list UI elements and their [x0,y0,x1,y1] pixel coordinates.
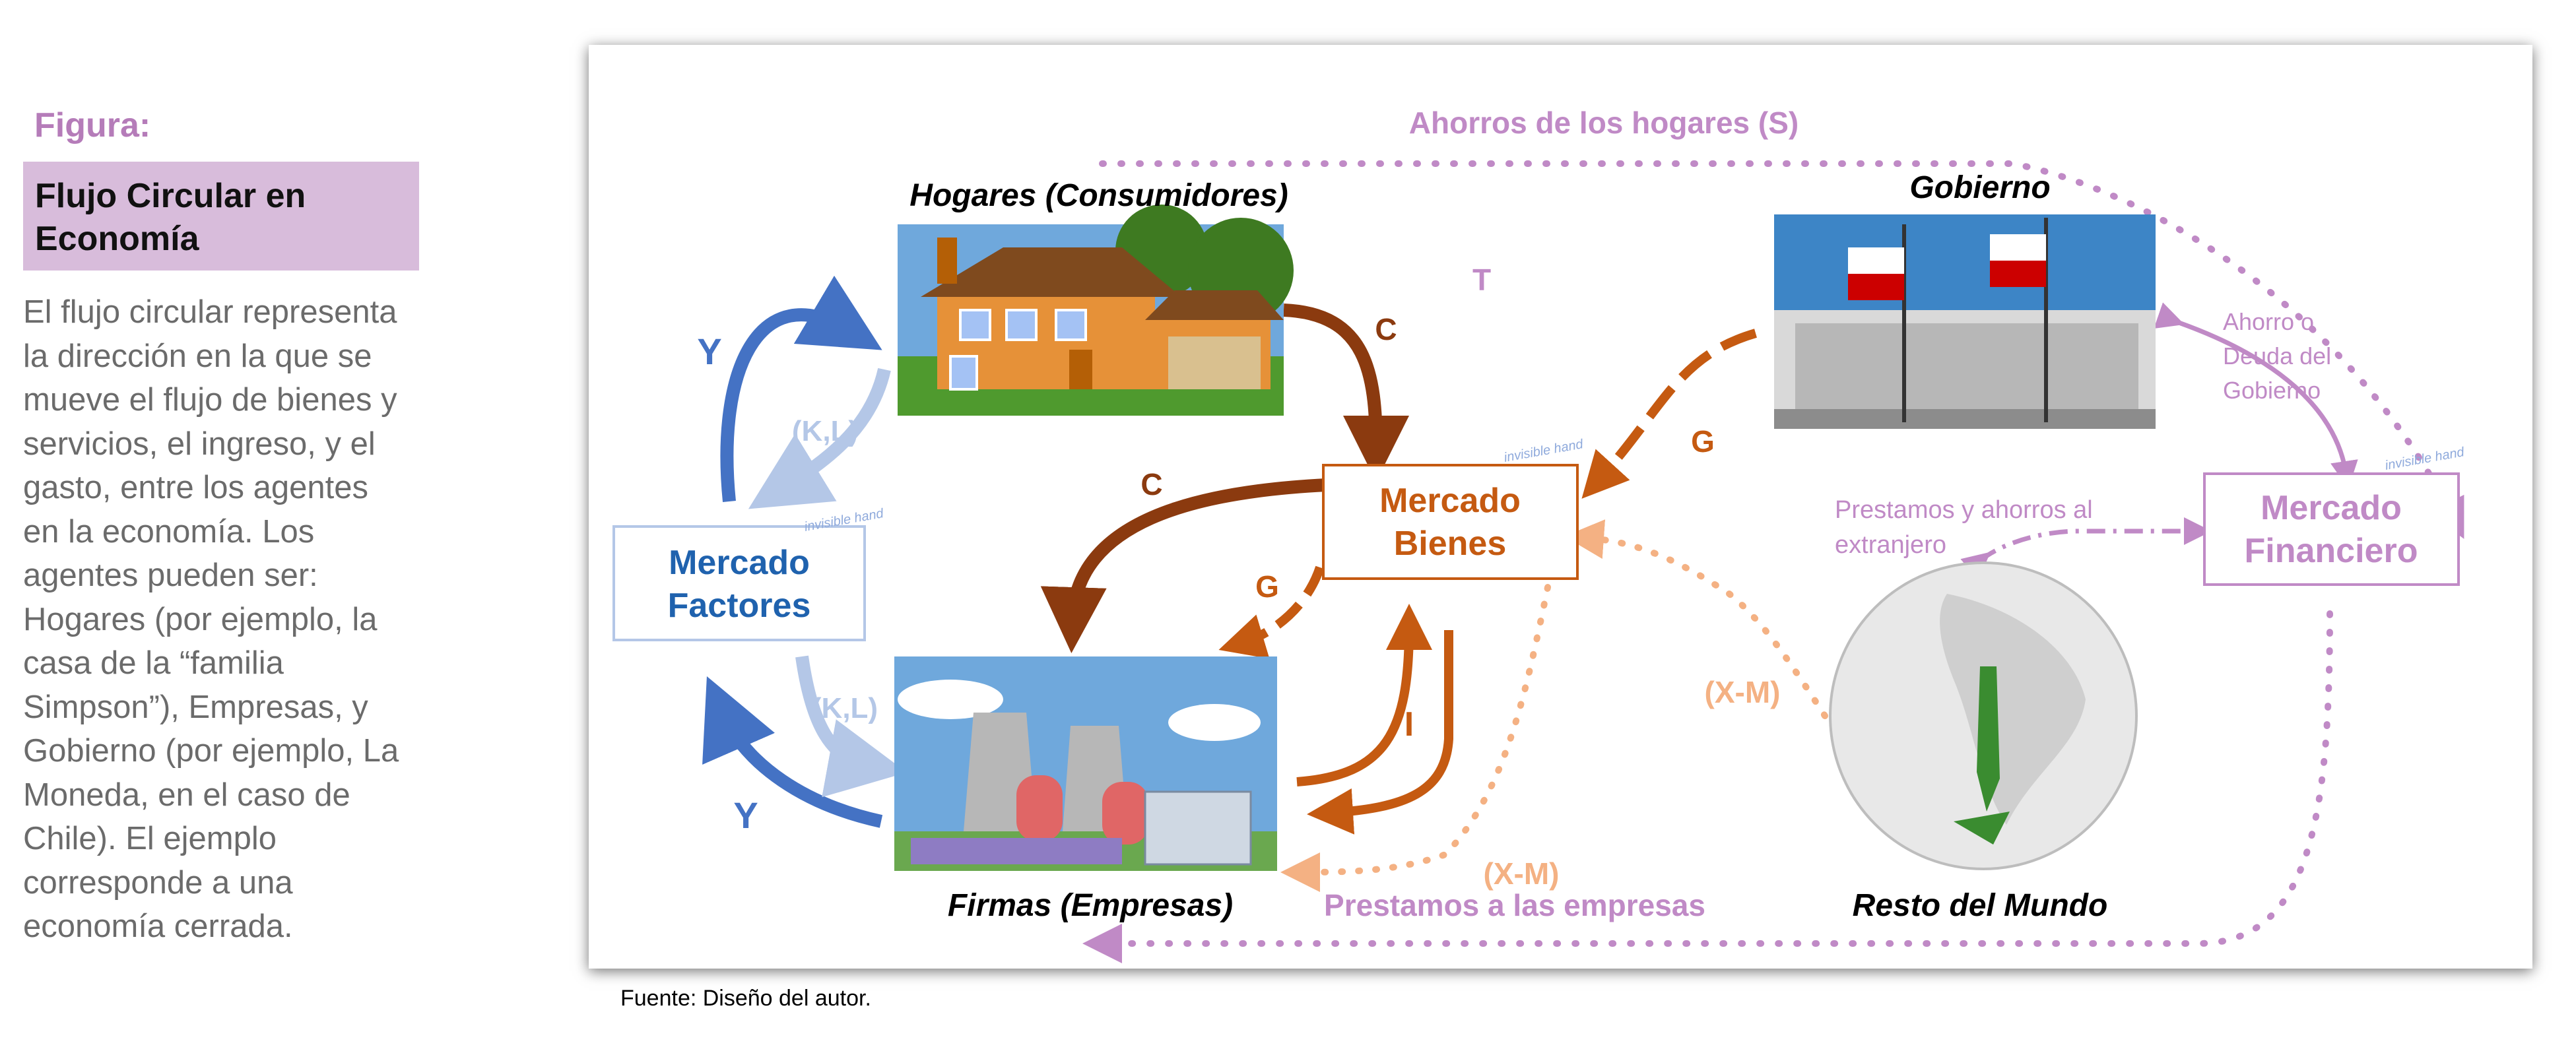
source-note: Fuente: Diseño del autor. [620,986,871,1011]
consumption-label-firms: C [1140,467,1162,501]
mercado-factores-box: invisible hand Mercado Factores [612,506,885,641]
foreign-lending-label-2: extranjero [1835,531,1946,559]
income-label-top: Y [697,331,721,372]
factors-label-top: (K,L) [792,415,858,447]
mercado-factores-line1: Mercado [669,544,810,582]
taxes-label: T [1472,263,1491,297]
mercado-bienes-line2: Bienes [1394,525,1507,563]
gov-savings-label-2: Deuda del [2223,342,2331,369]
government-purchases-label: G [1691,424,1715,459]
figure-label: Figura: [34,106,151,144]
globe-chile-illustration [1829,561,2138,870]
figure-title: Flujo Circular en Economía [35,177,306,258]
mercado-bienes-line1: Mercado [1379,482,1521,520]
income-flow-bottom [702,676,883,828]
net-exports-to-goods-flow [1564,519,1828,719]
firmas-label: Firmas (Empresas) [948,888,1233,923]
stamp-label: invisible hand [1503,437,1585,465]
mercado-financiero-box: invisible hand Mercado Financiero [2203,445,2466,586]
mercado-factores-line2: Factores [668,587,811,625]
government-to-firms-flow [1218,565,1325,659]
gov-savings-label-3: Gobierno [2223,377,2321,404]
financial-flows [1082,160,2464,963]
hogares-label: Hogares (Consumidores) [909,178,1288,213]
mercado-bienes-box: invisible hand Mercado Bienes [1322,437,1585,580]
investment-flow-down [1307,630,1453,835]
income-flow-top [720,275,882,502]
net-exports-label-right: (X-M) [1705,675,1781,709]
consumption-label-household: C [1375,312,1397,346]
consumption-flow-household [1283,304,1409,482]
power-plant-illustration [894,656,1277,871]
gobierno-label: Gobierno [1909,170,2050,205]
foreign-lending-arrow [1960,517,2212,581]
la-moneda-photo [1774,214,2156,429]
factors-flow-top [748,368,891,509]
figure-description: El flujo circular representa la direcció… [23,294,399,944]
loans-label: Prestamos a las empresas [1324,888,1705,922]
net-exports-label-bottom: (X-M) [1484,856,1560,891]
simpson-house-illustration [898,205,1294,416]
government-firms-label: G [1255,569,1279,604]
income-label-bottom: Y [733,794,758,836]
business-loans-flow [1082,610,2333,963]
figure-title-box: Flujo Circular en Economía [23,162,419,271]
net-exports-flows [1280,519,1828,892]
mercado-financiero-line1: Mercado [2261,489,2402,527]
factors-flow-bottom [795,655,908,798]
gov-savings-label-1: Ahorro o [2223,308,2314,335]
investment-label: I [1404,705,1414,744]
net-exports-to-firms-flow [1280,584,1551,892]
government-purchases-flow [1581,329,1757,499]
savings-label: Ahorros de los hogares (S) [1409,106,1799,140]
mercado-financiero-line2: Financiero [2245,532,2418,570]
household-savings-flow [1099,160,2464,539]
factors-label-bottom: (K,L) [812,692,878,724]
investment-flow-up [1296,604,1432,786]
resto-mundo-label: Resto del Mundo [1853,888,2108,923]
government-savings-arrow [2154,302,2358,489]
consumption-flow-firms [1040,478,1327,653]
foreign-lending-label-1: Prestamos y ahorros al [1835,496,2093,524]
stamp-label: invisible hand [2384,445,2466,473]
